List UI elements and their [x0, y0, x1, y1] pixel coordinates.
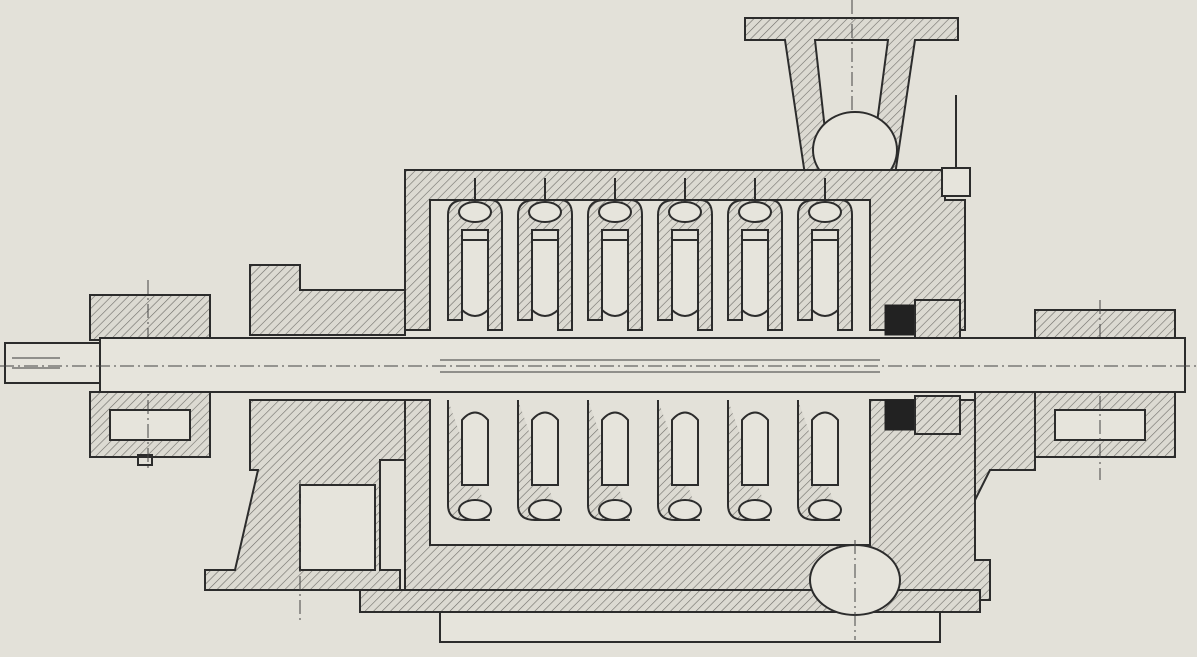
balance-drum	[884, 299, 961, 435]
left-bearing-housing	[89, 280, 211, 470]
suction-casing	[204, 264, 406, 620]
right-bearing-housing	[974, 300, 1176, 501]
impeller-stage	[657, 178, 713, 521]
shaft	[0, 337, 1197, 393]
discharge-nozzle	[744, 0, 959, 189]
impeller-stage	[727, 178, 783, 521]
impeller-stage	[587, 178, 643, 521]
impeller-stages	[447, 178, 853, 521]
impeller-stage	[517, 178, 573, 521]
impeller-stage	[447, 178, 503, 521]
impeller-stage	[797, 178, 853, 521]
